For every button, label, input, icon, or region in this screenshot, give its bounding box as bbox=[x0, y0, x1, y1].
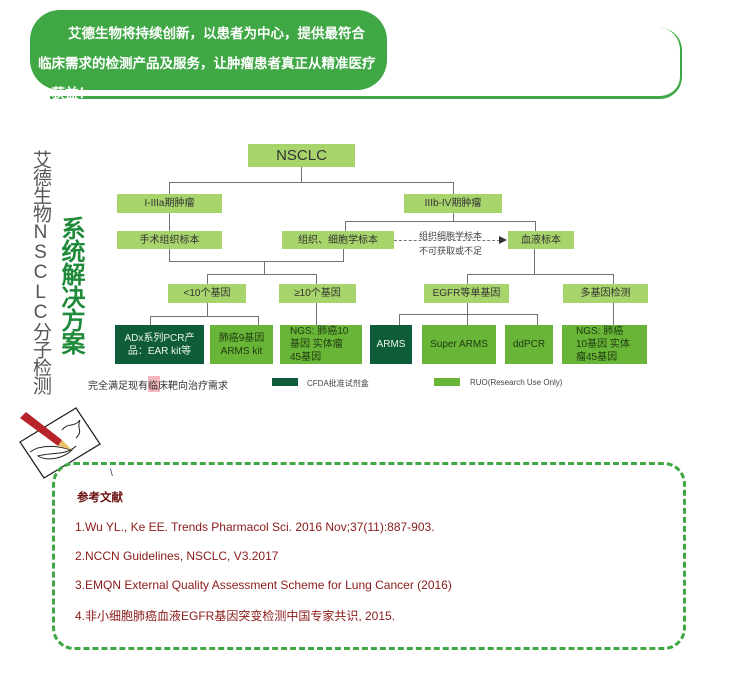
reference-item: 2.NCCN Guidelines, NSCLC, V3.2017 bbox=[75, 549, 279, 563]
node-ngs2: NGS: 肺癌10基因 实体瘤45基因 bbox=[562, 325, 647, 364]
node-adx: ADx系列PCR产品：EAR kit等 bbox=[115, 325, 204, 364]
node-stage-early: I-IIIa期肿瘤 bbox=[117, 194, 222, 213]
reference-item: 4.非小细胞肺癌血液EGFR基因突变检测中国专家共识, 2015. bbox=[75, 609, 396, 623]
node-egfr: EGFR等单基因 bbox=[424, 284, 509, 303]
banner: 艾德生物将持续创新，以患者为中心，提供最符合临床需求的检测产品及服务，让肿瘤患者… bbox=[30, 10, 387, 101]
arrow-label-1: 组织细胞学标本 bbox=[419, 231, 483, 241]
node-lung9: 肺癌9基因 ARMS kit bbox=[210, 325, 273, 364]
node-ddpcr: ddPCR bbox=[505, 325, 553, 364]
node-ngs1: NGS: 肺癌10基因 实体瘤45基因 bbox=[280, 325, 362, 364]
stray-mark: \ bbox=[110, 468, 113, 479]
banner-outline bbox=[50, 28, 682, 99]
legend-ruo: RUO(Research Use Only) bbox=[470, 378, 563, 387]
node-multi: 多基因检测 bbox=[563, 284, 648, 303]
reference-item: 3.EMQN External Quality Assessment Schem… bbox=[75, 578, 452, 592]
references-title: 参考文献 bbox=[77, 492, 123, 504]
node-ge10: ≥10个基因 bbox=[279, 284, 356, 303]
legend-note: 完全满足现有临床靶向治疗需求 bbox=[88, 381, 228, 392]
node-stage-late: IIIb-IV期肿瘤 bbox=[404, 194, 502, 213]
side-subtitle: 系统解决方案 bbox=[57, 216, 84, 354]
side-title: 艾德生物NSCLC分子检测 bbox=[30, 150, 51, 394]
dotted-arrow bbox=[394, 240, 500, 241]
node-nsclc: NSCLC bbox=[248, 144, 355, 167]
node-lt10: <10个基因 bbox=[168, 284, 246, 303]
reference-item: 1.Wu YL., Ke EE. Trends Pharmacol Sci. 2… bbox=[75, 520, 435, 534]
references-box bbox=[52, 462, 686, 650]
node-blood: 血液标本 bbox=[508, 231, 574, 249]
pencil-drawing-icon bbox=[19, 407, 101, 479]
highlight-mark bbox=[148, 376, 160, 392]
node-cytology: 组织、细胞学标本 bbox=[282, 231, 394, 249]
node-arms: ARMS bbox=[370, 325, 412, 364]
legend-cfda: CFDA批准试剂盒 bbox=[307, 379, 369, 388]
legend-swatch-ruo bbox=[434, 378, 460, 386]
node-surgical: 手术组织标本 bbox=[117, 231, 222, 249]
legend-swatch-cfda bbox=[272, 378, 298, 386]
arrow-head-icon bbox=[499, 236, 507, 244]
node-superarms: Super ARMS bbox=[422, 325, 496, 364]
arrow-label-2: 不可获取或不足 bbox=[419, 246, 483, 256]
